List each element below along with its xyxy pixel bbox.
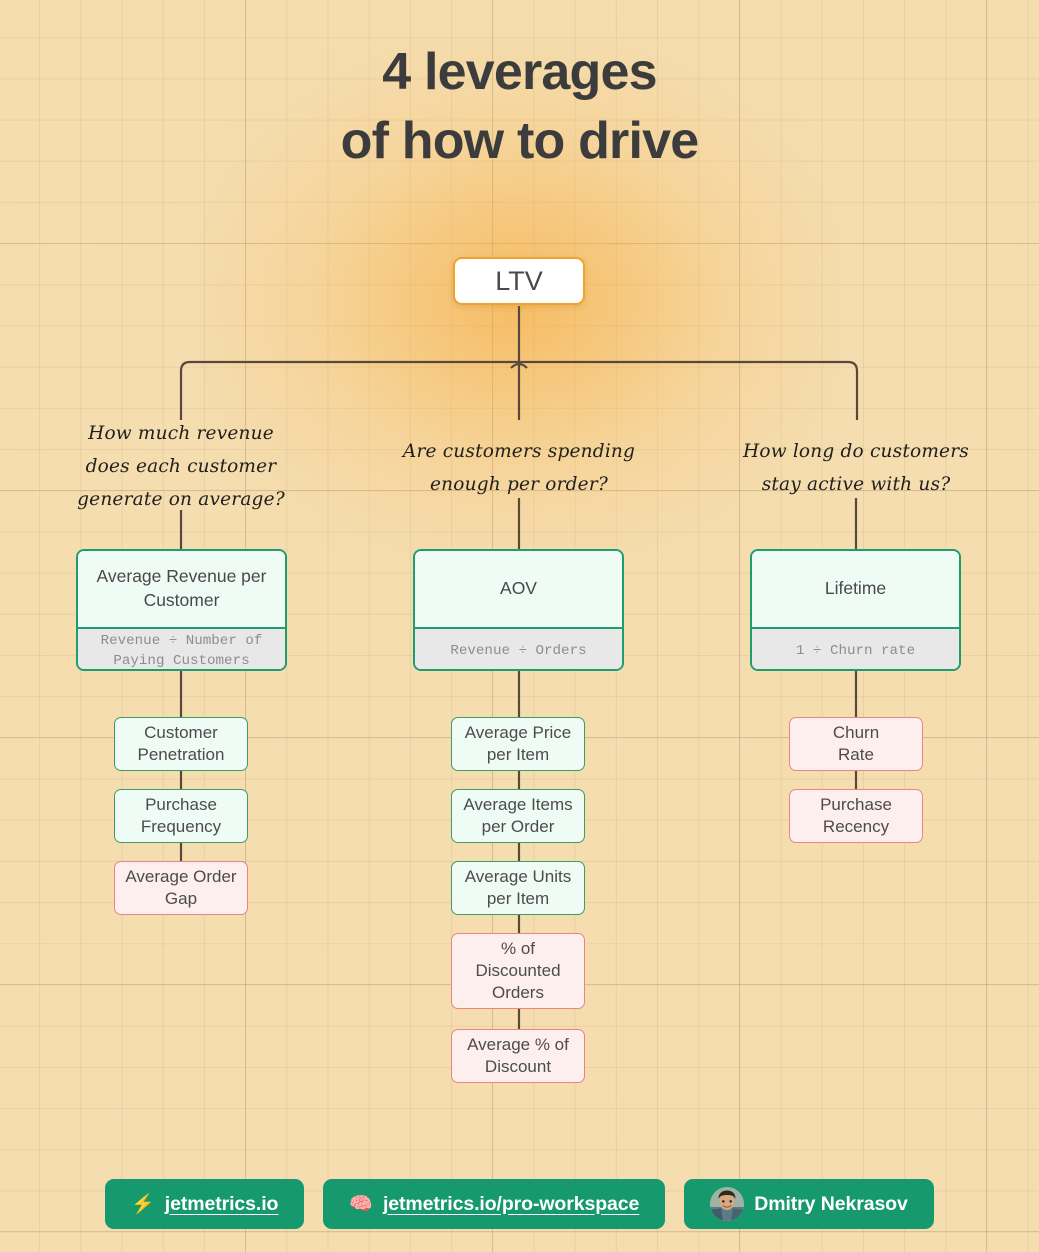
leaf-average-price-per-item[interactable]: Average Price per Item (451, 717, 585, 771)
question-revenue-per-customer: How much revenue does each customer gene… (77, 423, 285, 510)
root-node-ltv[interactable]: LTV (453, 257, 585, 305)
metric-card-title: Lifetime (752, 551, 959, 627)
root-node-label: LTV (495, 265, 543, 296)
leaf-churn-rate[interactable]: Churn Rate (789, 717, 923, 771)
leaf-customer-penetration[interactable]: Customer Penetration (114, 717, 248, 771)
metric-card-title: AOV (415, 551, 622, 627)
page-title: 4 leverages of how to drive (340, 43, 700, 170)
badge-jetmetrics-site[interactable]: ⚡ jetmetrics.io (105, 1179, 305, 1229)
leaf-average-order-gap[interactable]: Average Order Gap (114, 861, 248, 915)
lightning-bolt-icon: ⚡ (131, 1193, 155, 1215)
metric-card-title: Average Revenue per Customer (78, 551, 285, 627)
footer-badges: ⚡ jetmetrics.io 🧠 jetmetrics.io/pro-work… (0, 1179, 1039, 1229)
leaf-percent-of-discounted-orders[interactable]: % of Discounted Orders (451, 933, 585, 1009)
leaf-purchase-frequency[interactable]: Purchase Frequency (114, 789, 248, 843)
question-aov: Are customers spending enough per order? (402, 441, 636, 495)
leaf-average-percent-of-discount[interactable]: Average % of Discount (451, 1029, 585, 1083)
metric-card-average-revenue-per-customer[interactable]: Average Revenue per Customer Revenue ÷ N… (76, 549, 287, 671)
badge-label: jetmetrics.io (164, 1192, 279, 1215)
metric-card-formula: Revenue ÷ Orders (415, 627, 622, 669)
badge-pro-workspace[interactable]: 🧠 jetmetrics.io/pro-workspace (323, 1179, 666, 1229)
badge-label: jetmetrics.io/pro-workspace (382, 1192, 640, 1215)
metric-card-lifetime[interactable]: Lifetime 1 ÷ Churn rate (750, 549, 961, 671)
metric-card-aov[interactable]: AOV Revenue ÷ Orders (413, 549, 624, 671)
metric-card-formula: 1 ÷ Churn rate (752, 627, 959, 669)
brain-icon: 🧠 (349, 1193, 373, 1215)
leaf-average-units-per-item[interactable]: Average Units per Item (451, 861, 585, 915)
question-lifetime: How long do customers stay active with u… (743, 441, 969, 495)
leaf-purchase-recency[interactable]: Purchase Recency (789, 789, 923, 843)
avatar (710, 1187, 745, 1221)
badge-author[interactable]: Dmitry Nekrasov (684, 1179, 934, 1229)
leaf-average-items-per-order[interactable]: Average Items per Order (451, 789, 585, 843)
metric-card-formula: Revenue ÷ Number of Paying Customers (78, 627, 285, 669)
badge-label: Dmitry Nekrasov (754, 1192, 908, 1215)
